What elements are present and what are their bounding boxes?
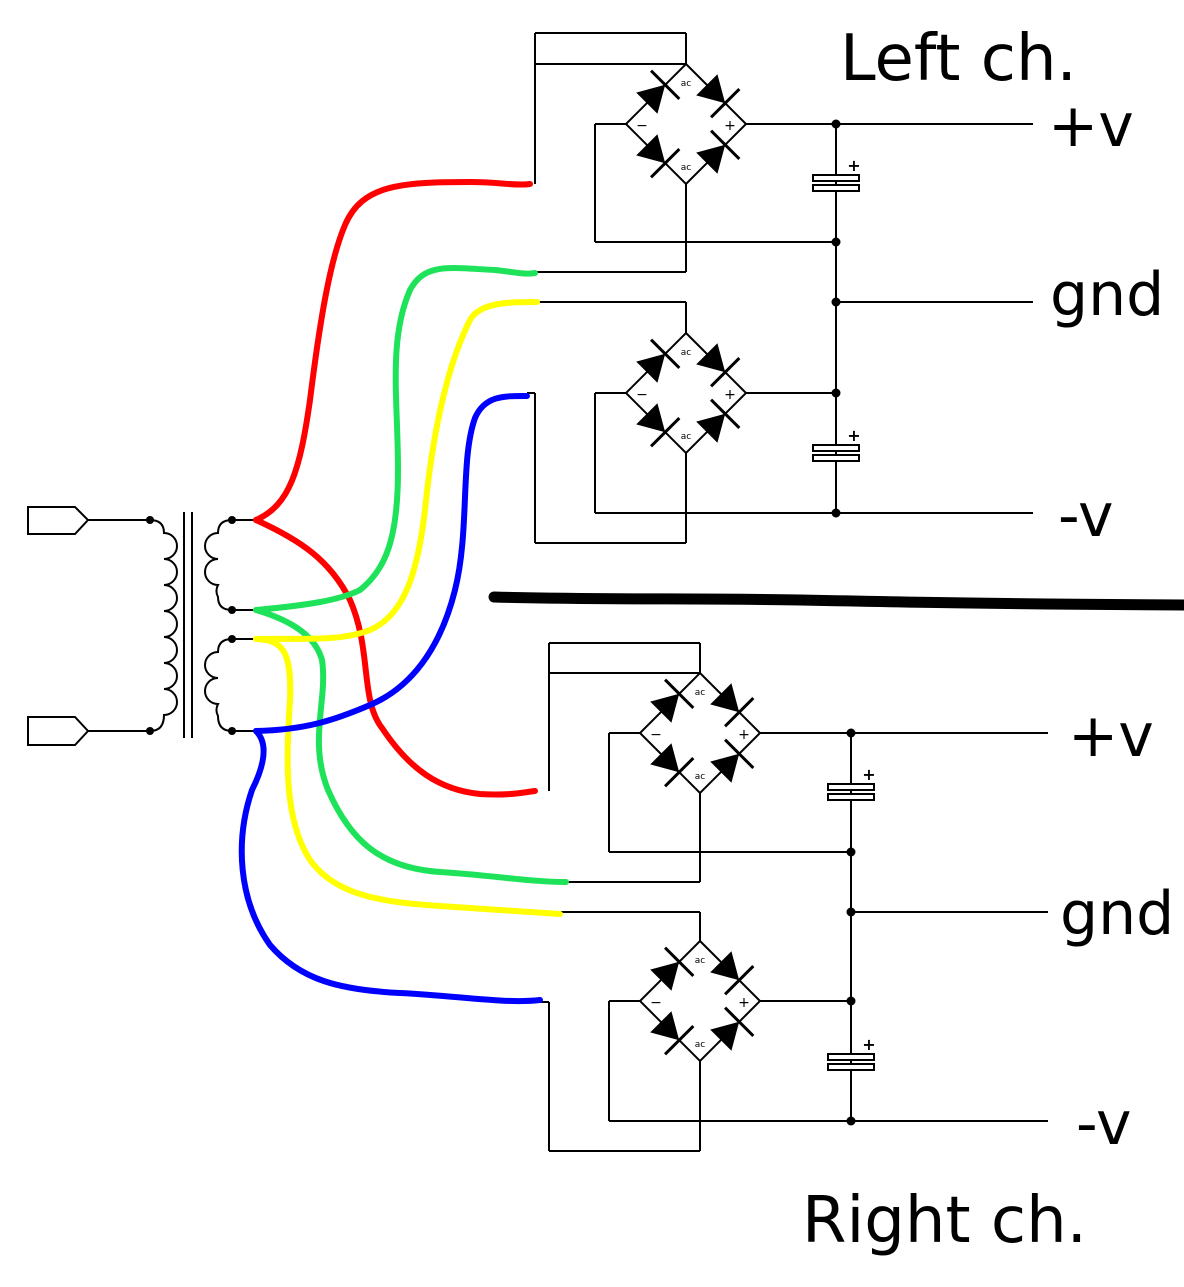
primary-terminal-top: [27, 506, 154, 535]
svg-text:ac: ac: [681, 348, 692, 358]
svg-text:+: +: [738, 727, 750, 743]
yellow-wire-to-left-channel: [253, 299, 540, 642]
svg-text:+: +: [724, 387, 736, 403]
svg-text:+: +: [862, 765, 875, 784]
diode-icon: [636, 353, 666, 383]
svg-text:+: +: [724, 118, 736, 134]
right-channel-label: Right ch.: [802, 1184, 1087, 1258]
left-bridge-rectifier-lower: ac ac + −: [624, 331, 748, 455]
right-bridge-rectifier-lower: ac ac + −: [638, 939, 762, 1063]
yellow-wire-to-right-channel: [253, 636, 563, 917]
svg-text:+: +: [862, 1035, 875, 1054]
left-negative-rail-label: -v: [1058, 481, 1114, 551]
right-negative-rail-label: -v: [1076, 1089, 1132, 1159]
svg-text:ac: ac: [695, 772, 706, 782]
svg-text:ac: ac: [695, 956, 706, 966]
diode-icon: [696, 343, 726, 373]
diode-icon: [710, 951, 740, 981]
svg-text:+: +: [847, 156, 860, 175]
red-wire-to-left-channel: [253, 179, 533, 523]
diode-icon: [650, 1011, 680, 1041]
primary-terminal-bottom: [27, 716, 154, 746]
svg-text:+: +: [847, 426, 860, 445]
secondary-winding-lower: [204, 638, 233, 732]
diode-icon: [650, 693, 680, 723]
svg-text:+: +: [738, 995, 750, 1011]
diode-icon: [636, 134, 666, 164]
svg-text:−: −: [650, 995, 662, 1011]
left-channel-label: Left ch.: [840, 22, 1077, 96]
diode-icon: [710, 1021, 740, 1051]
right-bridge-rectifier-upper: ac ac + −: [638, 671, 762, 795]
right-filter-capacitor-upper: +: [827, 765, 876, 801]
left-filter-capacitor-upper: +: [812, 156, 861, 192]
secondary-winding-upper: [204, 519, 233, 611]
svg-text:ac: ac: [681, 432, 692, 442]
blue-wire-to-left-channel: [253, 392, 530, 734]
diode-icon: [636, 403, 666, 433]
svg-text:−: −: [636, 118, 648, 134]
svg-text:ac: ac: [695, 1040, 706, 1050]
channel-divider: [488, 591, 1184, 611]
transformer: [149, 512, 256, 738]
diode-icon: [696, 144, 726, 174]
right-filter-capacitor-lower: +: [827, 1035, 876, 1071]
green-wire-to-left-channel: [253, 265, 538, 613]
svg-text:ac: ac: [681, 163, 692, 173]
diode-icon: [710, 753, 740, 783]
left-bridge-rectifier-upper: ac ac + −: [624, 62, 748, 186]
blue-wire-to-right-channel: [238, 728, 543, 1005]
right-ground-rail-label: gnd: [1060, 879, 1174, 949]
green-wire-to-right-channel: [253, 607, 569, 885]
diode-icon: [650, 961, 680, 991]
svg-text:ac: ac: [681, 79, 692, 89]
svg-text:ac: ac: [695, 688, 706, 698]
red-wire-to-right-channel: [253, 517, 538, 798]
left-positive-rail-label: +v: [1048, 91, 1134, 161]
diode-icon: [696, 413, 726, 443]
diode-icon: [710, 683, 740, 713]
svg-text:−: −: [650, 727, 662, 743]
diode-icon: [636, 84, 666, 114]
right-positive-rail-label: +v: [1068, 701, 1154, 771]
svg-text:−: −: [636, 387, 648, 403]
diode-icon: [696, 74, 726, 104]
left-filter-capacitor-lower: +: [812, 426, 861, 462]
diode-icon: [650, 743, 680, 773]
primary-winding: [149, 519, 178, 732]
left-ground-rail-label: gnd: [1050, 260, 1164, 330]
